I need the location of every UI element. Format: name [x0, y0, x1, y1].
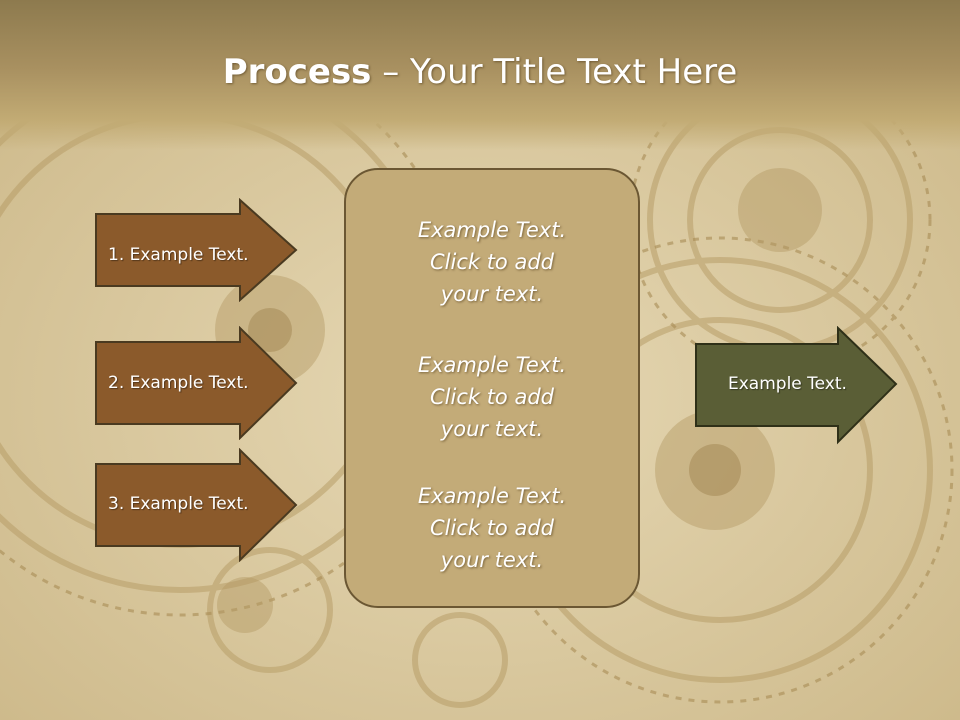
arrow-label-1: 1. Example Text.	[108, 245, 249, 265]
center-item-line: your text.	[440, 282, 544, 306]
center-item-line: Example Text.	[417, 484, 567, 508]
center-item-2: Example Text. Click to add your text.	[346, 349, 638, 445]
arrow-label-3: 3. Example Text.	[108, 494, 249, 514]
center-item-line: Click to add	[429, 385, 554, 409]
center-item-line: Example Text.	[417, 353, 567, 377]
center-item-line: Click to add	[429, 250, 554, 274]
title-bold: Process	[222, 52, 372, 92]
center-item-1: Example Text. Click to add your text.	[346, 214, 638, 310]
title-band	[0, 0, 960, 150]
center-item-line: your text.	[440, 548, 544, 572]
arrow-label-2: 2. Example Text.	[108, 373, 249, 393]
result-arrow[interactable]	[694, 326, 900, 446]
slide-title: Process – Your Title Text Here	[0, 52, 960, 92]
center-text-box[interactable]: Example Text. Click to add your text. Ex…	[344, 168, 640, 608]
result-arrow-label: Example Text.	[728, 374, 847, 394]
process-arrow-1[interactable]	[94, 198, 300, 302]
center-item-line: Click to add	[429, 516, 554, 540]
center-item-3: Example Text. Click to add your text.	[346, 480, 638, 576]
center-item-line: your text.	[440, 417, 544, 441]
center-item-line: Example Text.	[417, 218, 567, 242]
title-rest: – Your Title Text Here	[371, 52, 738, 92]
process-arrow-2[interactable]	[94, 326, 300, 440]
process-arrow-3[interactable]	[94, 448, 300, 562]
